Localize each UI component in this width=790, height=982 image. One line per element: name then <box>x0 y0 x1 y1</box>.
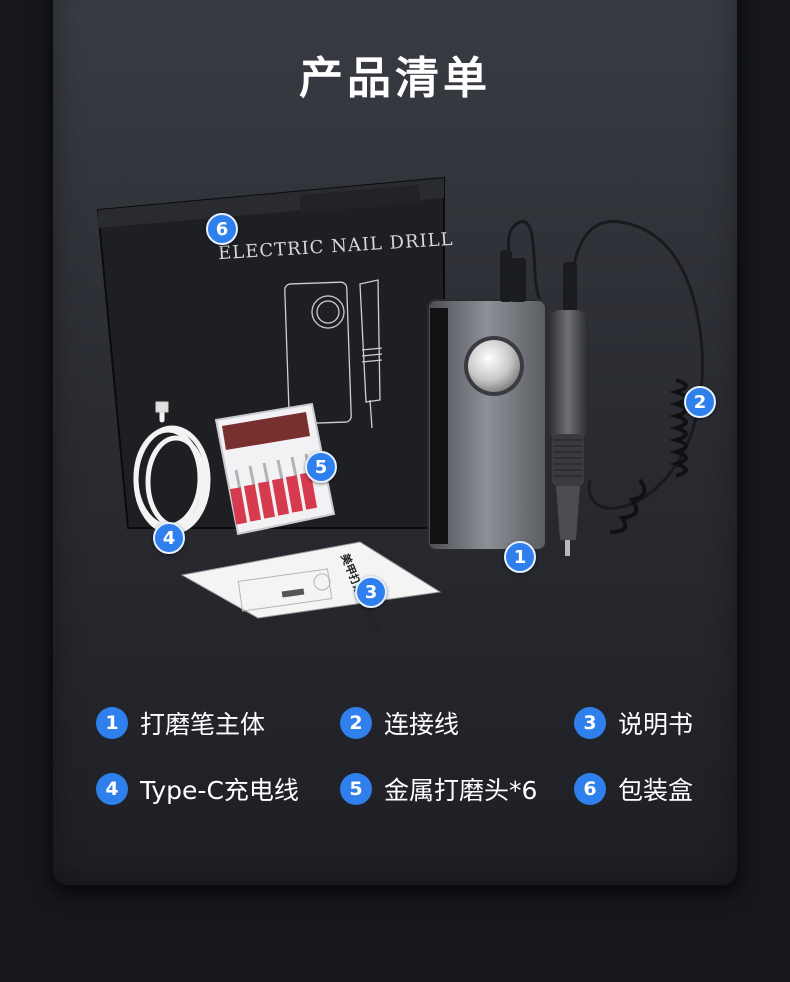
drill-main-unit <box>427 250 547 551</box>
legend-number-1: 1 <box>96 707 128 739</box>
legend-item-1: 1 打磨笔主体 <box>96 705 265 741</box>
drill-handpiece <box>548 262 588 556</box>
legend-number-3: 3 <box>574 707 606 739</box>
legend-item-6: 6 包装盒 <box>574 771 693 807</box>
legend-label-5: 金属打磨头*6 <box>384 776 538 805</box>
instruction-manual <box>180 541 442 619</box>
callout-badge-5: 5 <box>305 451 337 483</box>
page-title: 产品清单 <box>299 53 491 104</box>
callout-badge-6: 6 <box>206 213 238 245</box>
legend-number-2: 2 <box>340 707 372 739</box>
legend-label-6: 包装盒 <box>618 776 694 805</box>
callout-badge-3: 3 <box>355 576 387 608</box>
callout-badge-2: 2 <box>684 386 716 418</box>
legend-label-4: Type-C充电线 <box>140 776 299 805</box>
bit-box <box>214 402 336 536</box>
legend-label-2: 连接线 <box>384 710 460 739</box>
legend-number-6: 6 <box>574 773 606 805</box>
legend-item-4: 4 Type-C充电线 <box>96 771 299 807</box>
legend-label-1: 打磨笔主体 <box>140 710 266 739</box>
callout-badge-4: 4 <box>153 522 185 554</box>
legend-item-5: 5 金属打磨头*6 <box>340 771 537 807</box>
callout-badge-1: 1 <box>504 541 536 573</box>
legend-item-2: 2 连接线 <box>340 705 459 741</box>
legend-item-3: 3 说明书 <box>574 705 693 741</box>
legend-label-3: 说明书 <box>618 710 694 739</box>
legend-number-4: 4 <box>96 773 128 805</box>
legend-number-5: 5 <box>340 773 372 805</box>
